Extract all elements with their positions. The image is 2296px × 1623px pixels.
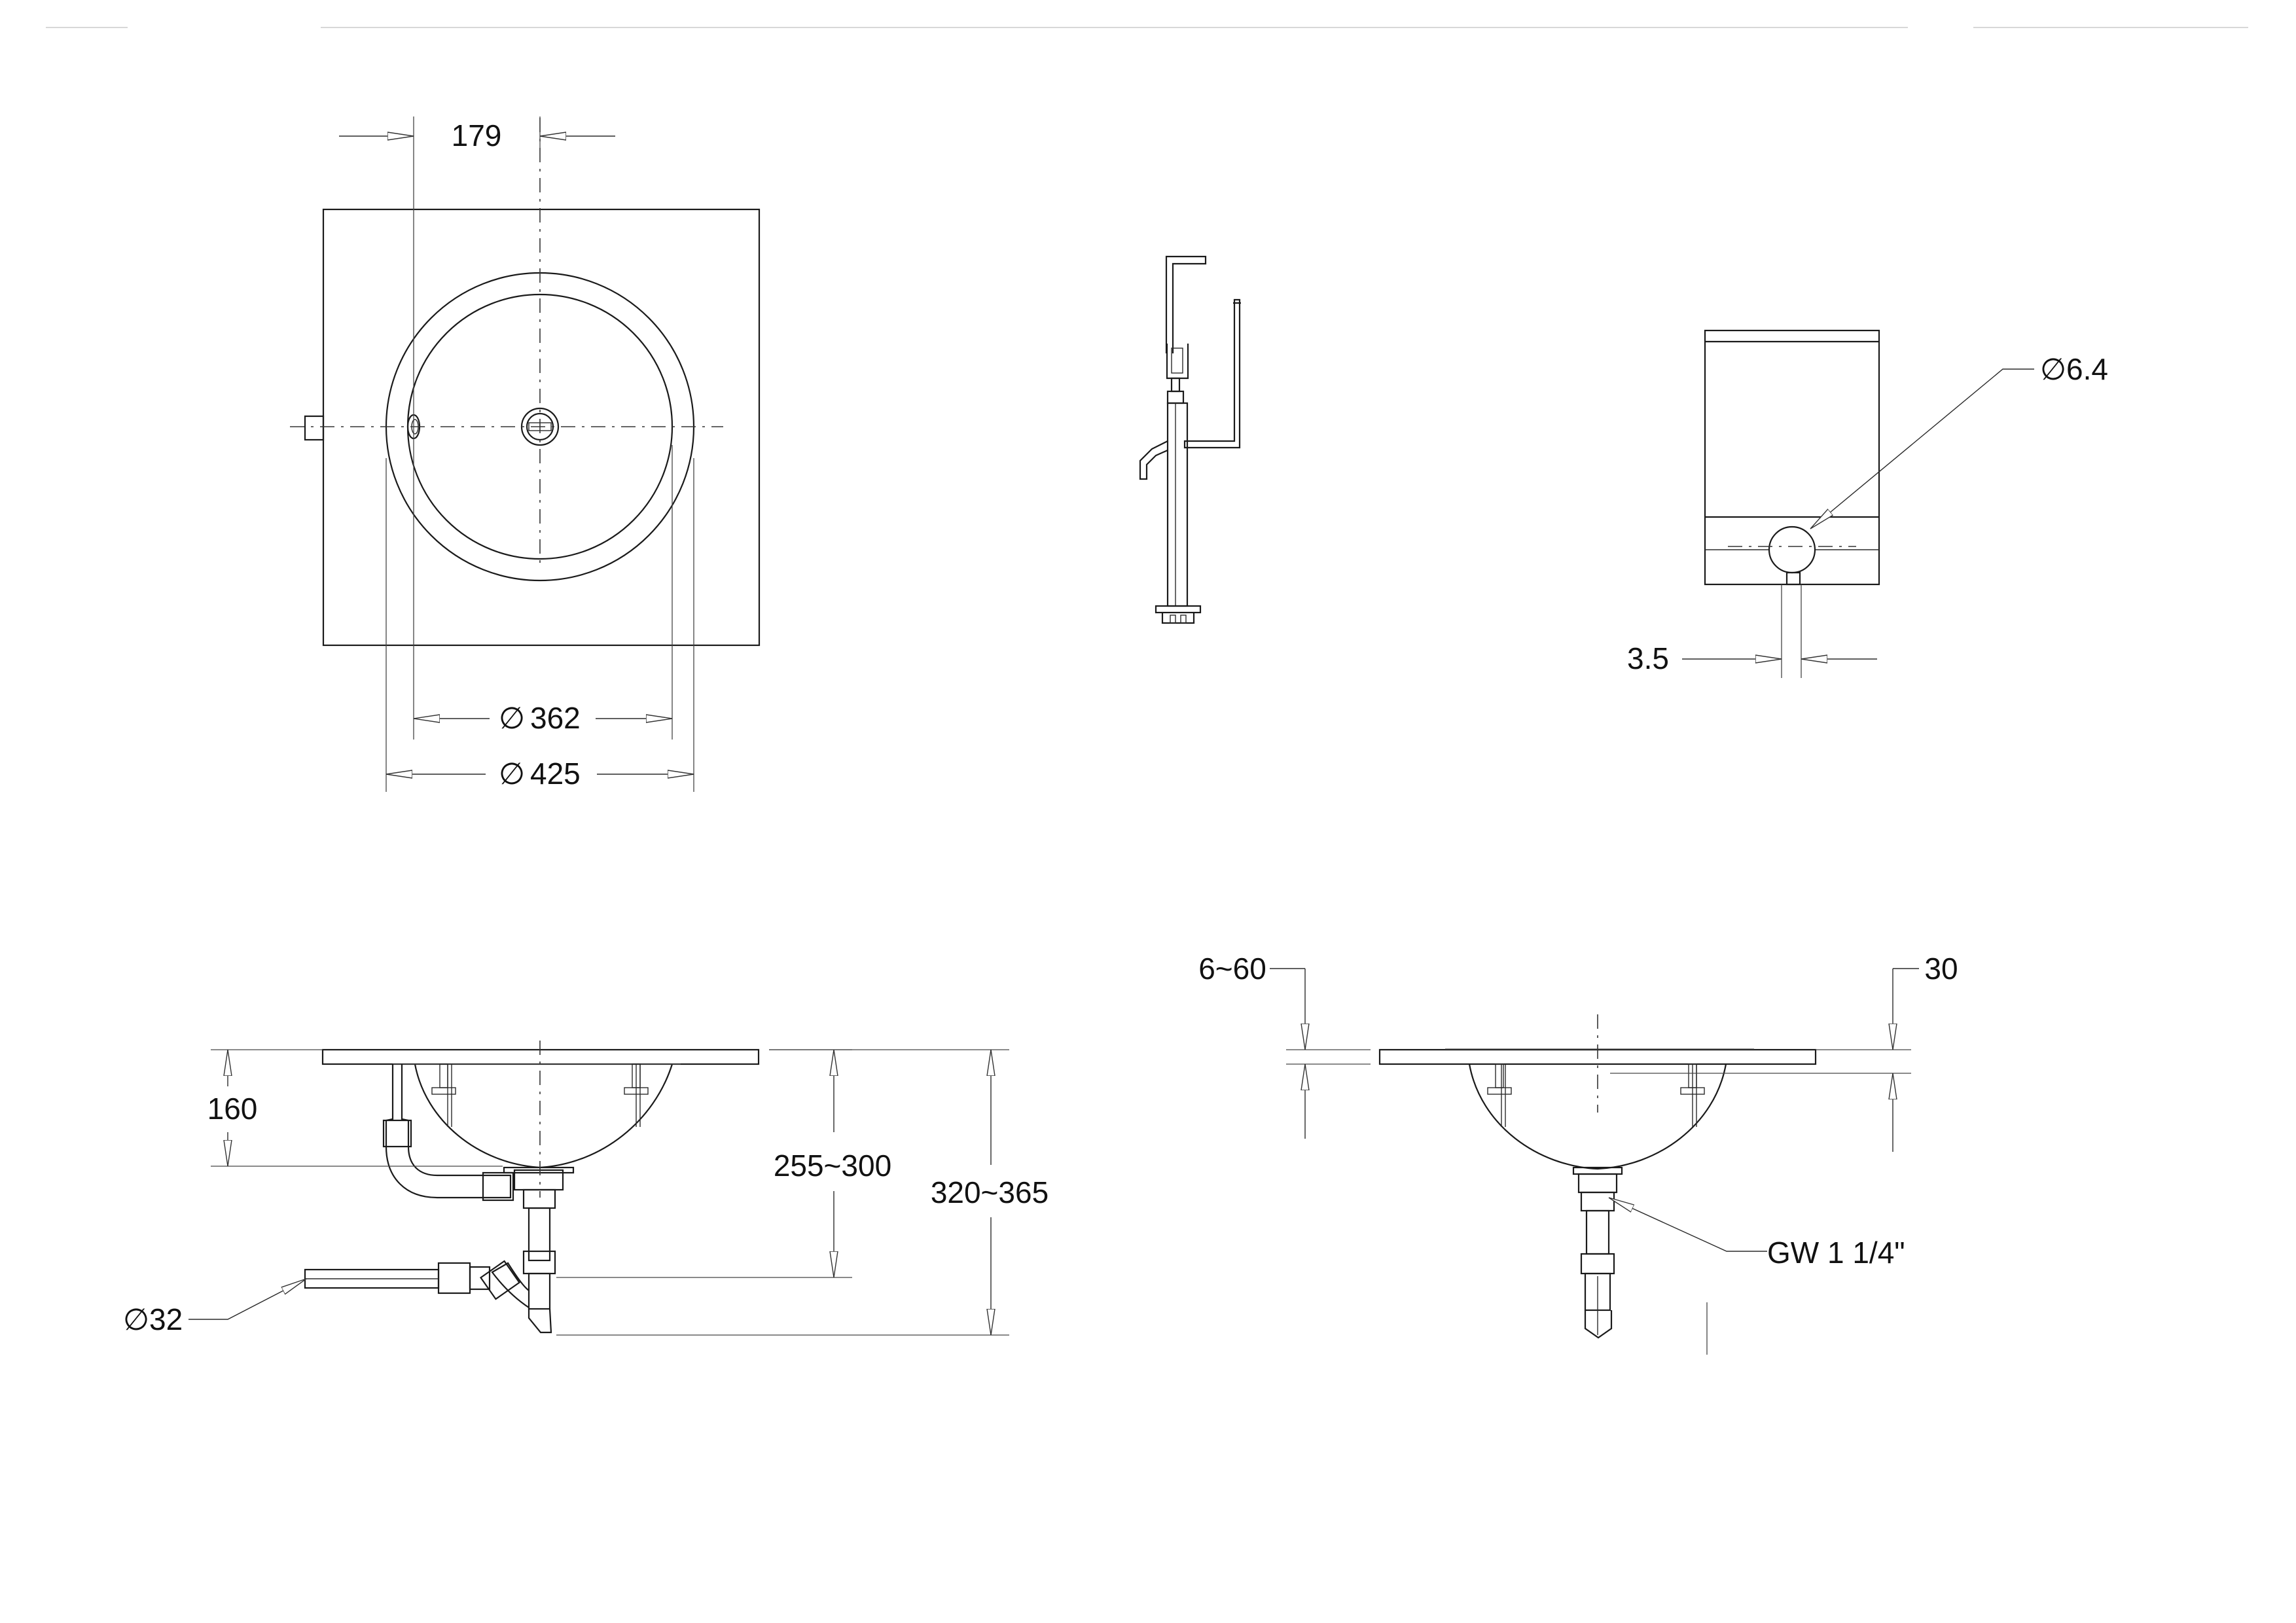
clamp-left bbox=[431, 1063, 456, 1127]
front-section-view: 160 255~300 320~365 ∅ 32 bbox=[123, 1041, 1049, 1336]
countertop-section bbox=[321, 1048, 760, 1065]
dim-offset-179: 179 bbox=[452, 118, 502, 152]
clip-hole bbox=[1768, 526, 1816, 574]
dim-pipe-diameter-32: 32 bbox=[149, 1302, 183, 1336]
clip-detail-view: ∅ 6.4 3.5 bbox=[1627, 329, 2108, 678]
dim-drain-thread: GW 1 1/4" bbox=[1767, 1236, 1905, 1270]
dim-inner-diameter-362: 362 bbox=[530, 701, 581, 735]
dim-diameter-symbol: ∅ bbox=[123, 1302, 149, 1336]
overflow-pipe bbox=[385, 1064, 512, 1199]
dim-rim-height-30: 30 bbox=[1924, 952, 1958, 986]
clamp-right bbox=[624, 1063, 649, 1127]
clamp-left bbox=[1487, 1063, 1512, 1127]
dim-hole-diameter-6-4: 6.4 bbox=[2066, 352, 2108, 386]
clamp-right bbox=[1680, 1063, 1705, 1127]
bowl-section bbox=[1468, 1063, 1727, 1170]
dim-diameter-symbol: ∅ bbox=[499, 757, 525, 791]
side-stub bbox=[304, 415, 325, 441]
top-view: 179 ∅ 362 ∅ 425 bbox=[290, 116, 761, 792]
dim-trap-height-255-300: 255~300 bbox=[774, 1149, 891, 1183]
side-section-view: 6~60 30 GW 1 1/4" bbox=[1198, 952, 1958, 1355]
dim-bowl-depth-160: 160 bbox=[207, 1092, 258, 1126]
dim-diameter-symbol: ∅ bbox=[499, 701, 525, 735]
dim-total-height-320-365: 320~365 bbox=[931, 1175, 1049, 1209]
dim-counter-thickness-6-60: 6~60 bbox=[1198, 952, 1266, 986]
dim-outer-diameter-425: 425 bbox=[530, 757, 581, 791]
dim-slot-width-3-5: 3.5 bbox=[1627, 641, 1669, 675]
dim-diameter-symbol: ∅ bbox=[2040, 352, 2066, 386]
mounting-bracket-view bbox=[1139, 255, 1241, 624]
bowl-section bbox=[414, 1063, 673, 1169]
